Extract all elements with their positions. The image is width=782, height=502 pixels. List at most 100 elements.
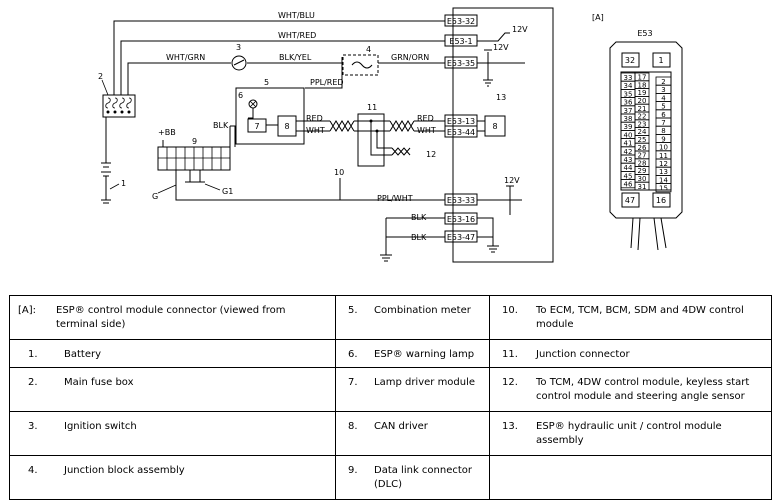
pin-42: 42 [624,148,633,156]
legend-text: To ECM, TCM, BCM, SDM and 4DW control mo… [536,305,744,330]
pin-13: 13 [659,168,668,176]
connector-bracket-label: [A] [592,13,604,22]
pin-43: 43 [624,156,633,164]
pin-12: 12 [659,160,668,168]
wire-label-grn-orn: GRN/ORN [391,53,429,62]
terminal-e53-33: E53-33 [447,196,475,205]
callout-4: 4 [366,45,371,54]
pin-35: 35 [624,90,633,98]
pin-25: 25 [638,136,647,144]
callout-1: 1 [121,179,126,188]
legend-table: [A]:ESP® control module connector (viewe… [9,295,772,500]
legend-number: 11. [502,349,518,360]
pin-17: 17 [638,74,647,82]
voltage-12v-2: 12V [493,43,509,52]
pin-cell [655,183,672,193]
callout-9: 9 [192,137,197,146]
legend-number: 5. [348,305,358,316]
ground-g: G [152,192,158,201]
pin-36: 36 [624,99,633,107]
pin-cell [634,181,650,191]
pin-4: 4 [661,94,666,102]
ground-wires-external [380,217,445,262]
pin-6: 6 [661,111,666,119]
pin-47: 47 [625,196,635,205]
legend-row: [A]:ESP® control module connector (viewe… [9,295,772,340]
connector-name: E53 [637,29,652,38]
wire-label-ppl-red: PPL/RED [310,78,344,87]
voltage-12v-3: 12V [504,176,520,185]
ground-g1: G1 [222,187,233,196]
legend-number: 12. [502,377,518,388]
twisted-pair-wires: 11 12 [329,103,445,167]
callout-8: 8 [284,122,289,131]
pin-16: 16 [656,196,666,205]
legend-cell: 1.Battery [9,339,336,368]
main-wires [113,20,445,95]
legend-number: 8. [348,421,358,432]
legend-text: Combination meter [374,305,471,316]
legend-text: Junction connector [536,349,630,360]
wire-label-blk: BLK [213,121,229,130]
pin-26: 26 [638,144,647,152]
can-driver-module: 8 13 [477,93,506,137]
pin-34: 34 [624,82,633,90]
callout-11: 11 [367,103,377,112]
pin-18: 18 [638,81,647,89]
pin-15: 15 [659,185,668,193]
pin-39: 39 [624,123,633,131]
legend-number: 13. [502,421,518,432]
pin-28: 28 [638,159,647,167]
callout-13: 13 [496,93,506,102]
pin-9: 9 [661,135,665,143]
pin-27: 27 [638,152,647,160]
terminal-e53-35: E53-35 [447,59,475,68]
legend-text: Data link connector (DLC) [374,465,473,490]
callout-12: 12 [426,150,436,159]
legend-number: 7. [348,377,358,388]
legend-cell: 12. To TCM, 4DW control module, keyless s… [489,367,772,412]
pin-41: 41 [624,140,633,148]
esp-connector-view: [A] E53 32 1 333435363738394041424344454… [592,13,683,251]
callout-8b: 8 [492,122,497,131]
wire-label-ppl-wht: PPL/WHT [377,194,413,203]
pin-22: 22 [638,113,647,121]
legend-text: To TCM, 4DW control module, keyless star… [536,377,750,402]
terminal-e53-16: E53-16 [447,215,475,224]
voltage-12v-1: 12V [512,25,528,34]
terminal-boxes: E53-32 E53-1 E53-35 E53-13 E53-44 E53-33… [444,14,478,243]
legend-cell: 2. Main fuse box [9,367,336,412]
legend-number: 2. [28,377,38,388]
pin-37: 37 [624,107,633,115]
terminal-e53-1: E53-1 [449,37,472,46]
callout-6: 6 [238,91,243,100]
legend-cell: [A]:ESP® control module connector (viewe… [9,295,336,340]
pin-29: 29 [638,167,647,175]
legend-number: 1. [28,349,38,360]
legend-text: Main fuse box [64,377,134,388]
pin-24: 24 [638,128,647,136]
legend-cell [489,455,772,500]
pin-2: 2 [661,78,665,86]
pin-21: 21 [638,105,647,113]
legend-number: 4. [28,465,38,476]
pin-3: 3 [661,86,665,94]
terminal-e53-47: E53-47 [447,233,475,242]
callout-2: 2 [98,72,103,81]
pin-grid: 3334353637383940414243444546171819202122… [620,72,672,193]
pin-8: 8 [661,127,665,135]
legend-text: Lamp driver module [374,377,476,388]
pin-33: 33 [624,74,633,82]
pin-31: 31 [638,183,647,191]
legend-cell: 5. Combination meter [335,295,490,340]
pin-1: 1 [658,56,663,65]
junction-block: 4 [342,45,379,76]
pin-5: 5 [661,103,665,111]
legend-cell: 13.ESP® hydraulic unit / control module … [489,411,772,456]
legend-text: Ignition switch [64,421,137,432]
voltage-bb: +BB [158,128,176,137]
terminal-e53-44: E53-44 [447,128,475,137]
pin-14: 14 [659,176,668,184]
wire-label-red-8: RED [306,114,323,123]
